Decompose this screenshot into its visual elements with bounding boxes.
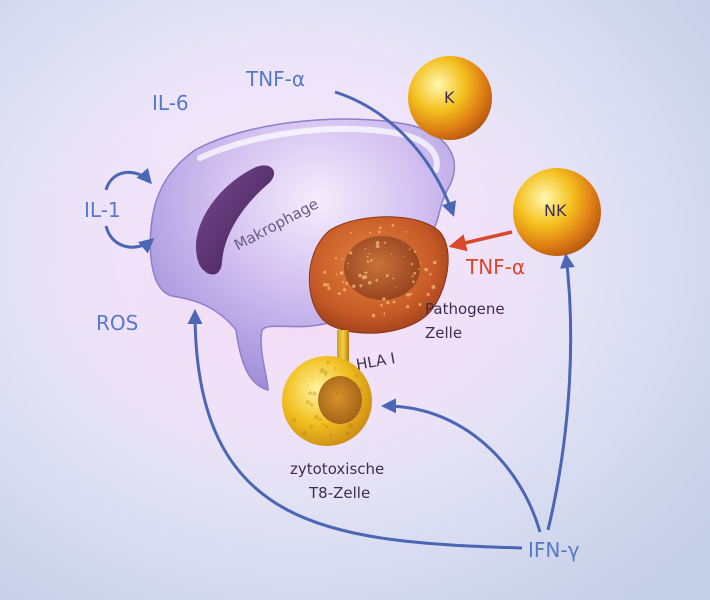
- tnf-alpha-label: TNF-α: [246, 67, 306, 91]
- il1-arrow-upper: [104, 168, 152, 191]
- macrophage-nucleus: [195, 165, 275, 275]
- zelle-label: Zelle: [425, 324, 463, 342]
- pathogen-nucleus: [344, 236, 420, 300]
- ros-label: ROS: [96, 311, 139, 335]
- macrophage-highlight: [197, 125, 440, 173]
- nk-cell-label: NK: [544, 201, 567, 220]
- t8-zelle-label: T8-Zelle: [309, 484, 371, 502]
- nk-cell: [513, 168, 601, 256]
- pathogene-label: Pathogene: [425, 300, 505, 318]
- ifn-gamma-label: IFN-γ: [528, 538, 580, 562]
- nk-tnf-alpha-arrow: [448, 230, 513, 252]
- il1-arrow-lower: [104, 225, 155, 254]
- ifn-to-t8-arrow: [381, 398, 542, 533]
- pathogen-texture: [323, 224, 437, 318]
- zytotoxische-label: zytotoxische: [290, 460, 385, 478]
- ifn-to-nk-arrow: [546, 253, 575, 531]
- il6-label: IL-6: [152, 91, 189, 115]
- il1-label: IL-1: [84, 198, 121, 222]
- ifn-to-macrophage-arrow: [187, 309, 523, 550]
- nk-tnf-alpha-label: TNF-α: [466, 255, 526, 279]
- k-cell: [408, 56, 492, 140]
- t8-texture: [292, 360, 363, 437]
- k-cell-label: K: [444, 88, 455, 107]
- tnf-alpha-arrow: [334, 90, 456, 217]
- t8-nucleus: [318, 376, 362, 424]
